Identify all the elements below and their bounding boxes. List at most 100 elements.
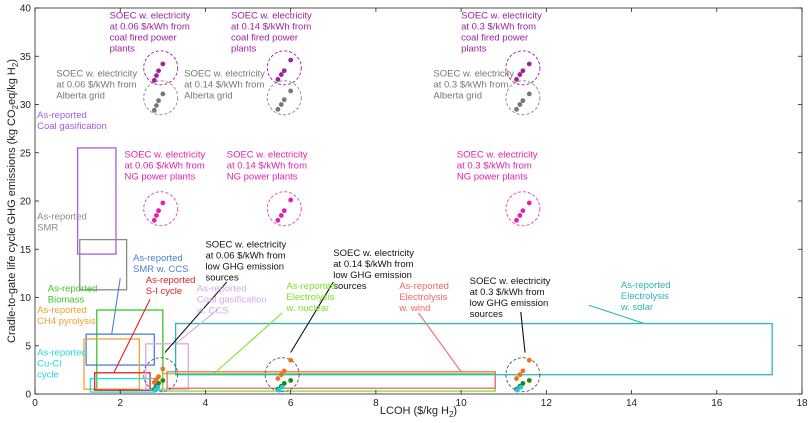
- data-point: [288, 378, 294, 383]
- annotation-line: SOEC w. electricity: [333, 248, 414, 259]
- highlight-circle: [143, 357, 179, 393]
- annotation-line: As-reported: [48, 284, 98, 295]
- y-tick-label: 35: [20, 52, 32, 63]
- data-point: [520, 380, 526, 386]
- annotation-line: As-reported: [399, 281, 449, 292]
- annotation-line: Cu-Cl: [37, 358, 61, 369]
- annotation-line: at 0.14 $/kWh from: [231, 22, 311, 33]
- annotation-line: sources: [333, 281, 367, 292]
- data-point: [156, 374, 161, 380]
- data-point: [288, 197, 294, 203]
- y-tick-label: 15: [20, 245, 32, 256]
- data-point: [156, 68, 161, 74]
- data-point: [518, 384, 524, 390]
- annotation-line: As-reported: [146, 275, 196, 286]
- annotation-line: plants: [461, 44, 487, 55]
- data-point: [275, 77, 281, 82]
- data-point: [154, 213, 159, 218]
- annotation-line: coal fired power: [110, 33, 177, 44]
- range-box: [83, 338, 141, 390]
- x-tick-label: 8: [373, 398, 379, 409]
- data-point: [520, 68, 526, 74]
- data-point: [278, 372, 284, 378]
- annotation-line: Electrolysis: [399, 292, 447, 303]
- y-tick-label: 40: [20, 4, 32, 15]
- annotation-line: sources: [470, 309, 504, 320]
- annotation-line: at 0.3 $/kWh from: [457, 161, 532, 172]
- x-axis-label-end: ): [453, 405, 457, 417]
- leader-line: [520, 311, 526, 353]
- annotation-line: at 0.06 $/kWh from: [110, 22, 190, 33]
- range-box: [94, 372, 151, 391]
- x-tick-label: 16: [711, 398, 723, 409]
- data-point: [281, 368, 287, 374]
- annotation-line: w. wind: [398, 303, 430, 314]
- annotation-line: SMR w. CCS: [133, 264, 188, 275]
- data-point: [281, 208, 287, 214]
- annotation-line: Alberta grid: [184, 91, 233, 102]
- annotation-line: SOEC w. electricity: [457, 150, 538, 161]
- data-point: [526, 61, 532, 67]
- data-point: [279, 384, 285, 390]
- data-point: [281, 68, 287, 74]
- data-point: [151, 77, 157, 83]
- x-tick-label: 18: [796, 398, 808, 409]
- y-tick-label: 10: [20, 293, 32, 304]
- range-box: [174, 322, 773, 376]
- data-point: [288, 357, 294, 363]
- annotation-line: plants: [231, 44, 257, 55]
- x-axis-label-main: LCOH ($/kg H: [380, 405, 449, 417]
- data-point: [517, 372, 523, 378]
- highlight-circle: [266, 80, 302, 116]
- annotation-line: Coal gasification: [37, 121, 107, 132]
- data-point: [517, 72, 523, 77]
- data-point: [520, 208, 526, 214]
- annotation-line: at 0.14 $/kWh from: [333, 259, 413, 270]
- highlight-circle: [505, 50, 541, 86]
- annotation-line: As-reported: [621, 280, 671, 291]
- range-box: [85, 333, 155, 366]
- annotation-line: As-reported: [37, 110, 87, 121]
- annotation-line: plants: [110, 44, 136, 55]
- y-tick-label: 25: [20, 148, 32, 159]
- data-point: [526, 91, 532, 97]
- annotation-line: w. nuclear: [285, 303, 329, 314]
- leader-line: [290, 281, 334, 353]
- leader-line: [175, 308, 219, 345]
- annotation-line: SOEC w. electricity: [110, 11, 191, 22]
- data-point: [160, 91, 166, 97]
- data-point: [278, 213, 284, 218]
- annotation-line: coal fired power: [461, 33, 528, 44]
- data-point: [281, 97, 287, 103]
- annotation-line: As-reported: [133, 253, 183, 264]
- highlight-circle: [264, 357, 300, 393]
- data-point: [288, 57, 294, 63]
- annotation-line: NG power plants: [457, 172, 528, 183]
- data-point: [526, 378, 532, 383]
- x-tick-label: 12: [541, 398, 553, 409]
- highlight-circle: [143, 50, 179, 86]
- highlight-circle: [266, 191, 302, 227]
- data-point: [156, 380, 161, 386]
- highlight-circle: [266, 50, 302, 86]
- annotation-line: As-reported: [197, 284, 247, 295]
- x-tick-label: 14: [626, 398, 638, 409]
- annotation-line: cycle: [37, 369, 59, 380]
- data-point: [526, 357, 532, 363]
- annotation-line: SMR: [37, 222, 58, 233]
- y-axis-label-subscript: 2: [11, 62, 20, 67]
